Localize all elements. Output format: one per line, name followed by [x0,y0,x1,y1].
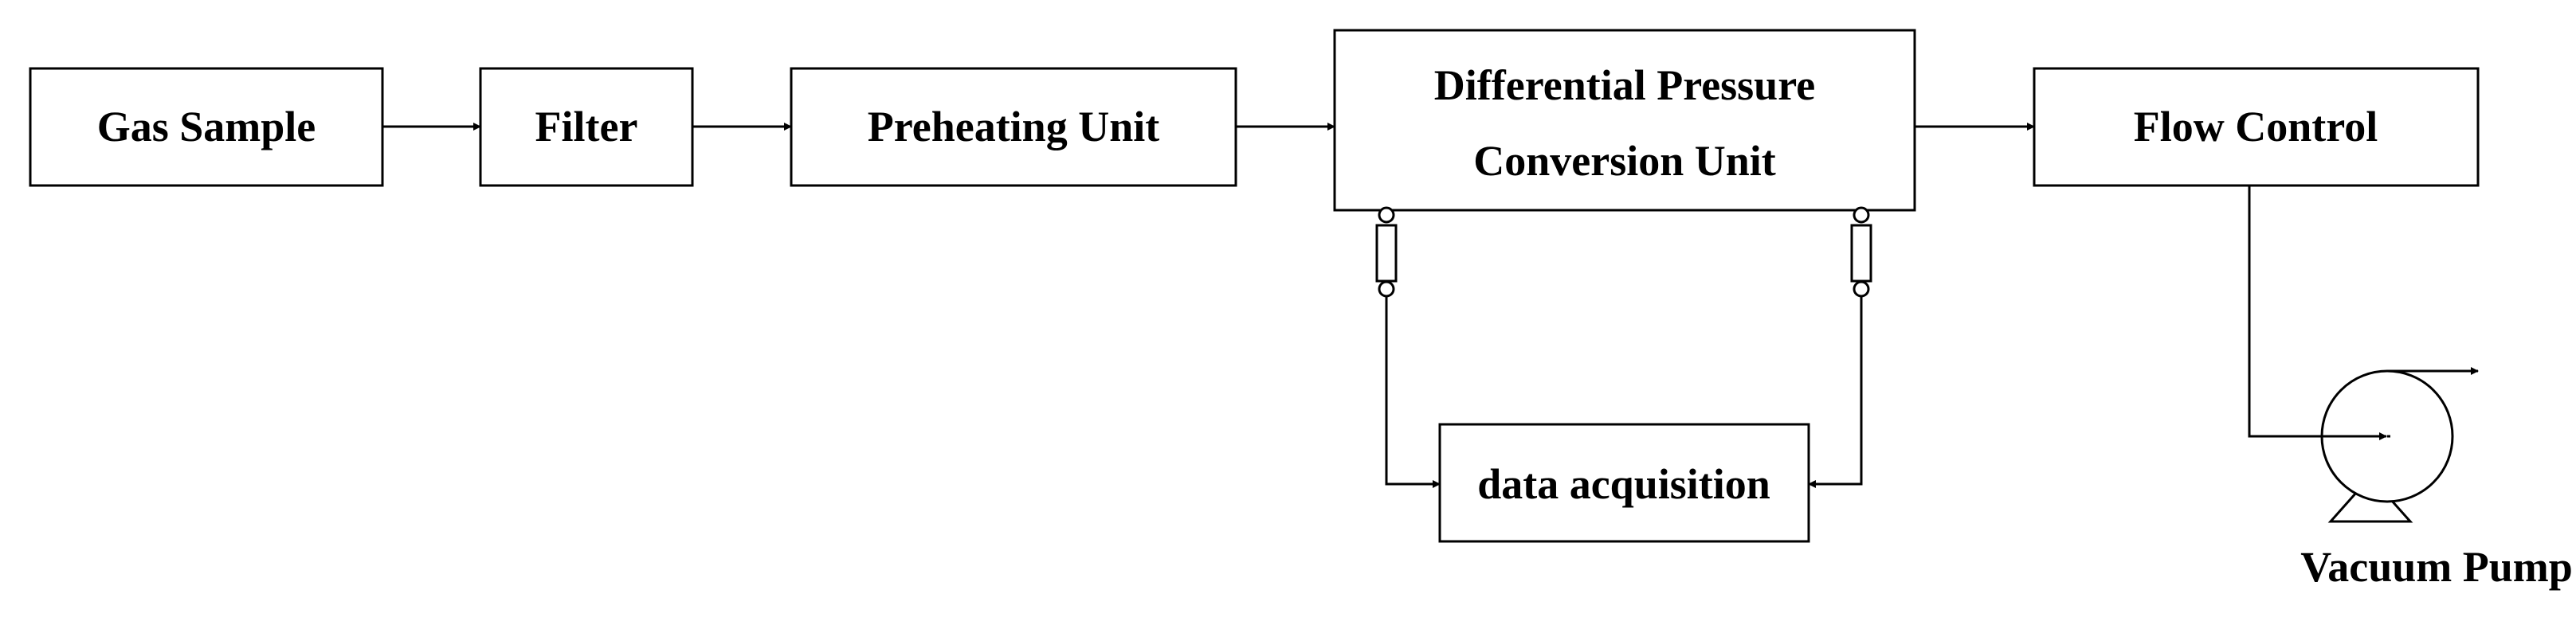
flow-control-label: Flow Control [2134,103,2378,150]
vacuum-pump-label: Vacuum Pump [2300,543,2573,591]
dp-conversion-label-line2: Conversion Unit [1473,137,1776,185]
data-acquisition-label: data acquisition [1477,460,1770,508]
left-pressure-sensor [1375,206,1398,298]
arrow-left-sensor-to-daq [1385,296,1441,488]
gas-sample-node: Gas Sample [29,67,384,187]
flow-control-node: Flow Control [2033,67,2480,187]
right-pressure-sensor [1850,206,1872,298]
dp-conversion-unit-node: Differential Pressure Conversion Unit [1333,29,1916,212]
dp-conversion-label-line1: Differential Pressure [1434,61,1815,109]
vacuum-pump-icon [2249,367,2479,523]
data-acquisition-node: data acquisition [1438,423,1810,543]
gas-sample-label: Gas Sample [97,103,316,150]
arrow-right-sensor-to-daq [1808,296,1863,488]
preheating-unit-label: Preheating Unit [868,103,1159,150]
preheating-unit-node: Preheating Unit [790,67,1237,187]
filter-node: Filter [479,67,694,187]
filter-label: Filter [535,103,638,150]
